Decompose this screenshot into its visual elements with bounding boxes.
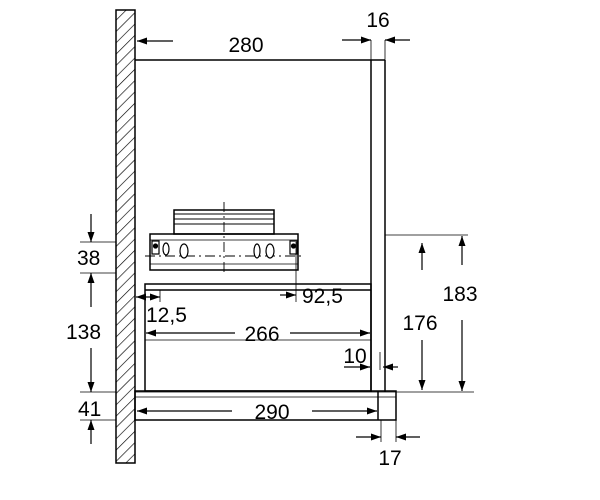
dimension-arrows (87, 36, 466, 444)
dim-16-label: 16 (366, 9, 389, 32)
wall-cabinet (135, 59, 468, 392)
dim-138-label: 138 (66, 321, 101, 344)
extension-lines (80, 40, 474, 442)
dim-183-label: 183 (442, 283, 477, 306)
dim-176-label: 176 (402, 312, 437, 335)
mounting-bracket-icons (151, 240, 298, 259)
dim-17-label: 17 (378, 447, 401, 470)
dim-41-label: 41 (78, 398, 101, 421)
dim-12-5-label: 12,5 (146, 304, 187, 327)
dim-38-label: 38 (77, 247, 100, 270)
wall (115, 9, 136, 464)
dim-280-label: 280 (228, 34, 263, 57)
dim-266-label: 266 (244, 323, 279, 346)
dim-92-5-label: 92,5 (302, 285, 343, 308)
dim-10-label: 10 (343, 345, 366, 368)
dim-290-label: 290 (254, 401, 289, 424)
hood-body (134, 283, 397, 421)
fan-module (145, 202, 305, 274)
dimension-labels: 280 16 38 138 41 12,5 92,5 266 10 176 18… (66, 9, 478, 470)
